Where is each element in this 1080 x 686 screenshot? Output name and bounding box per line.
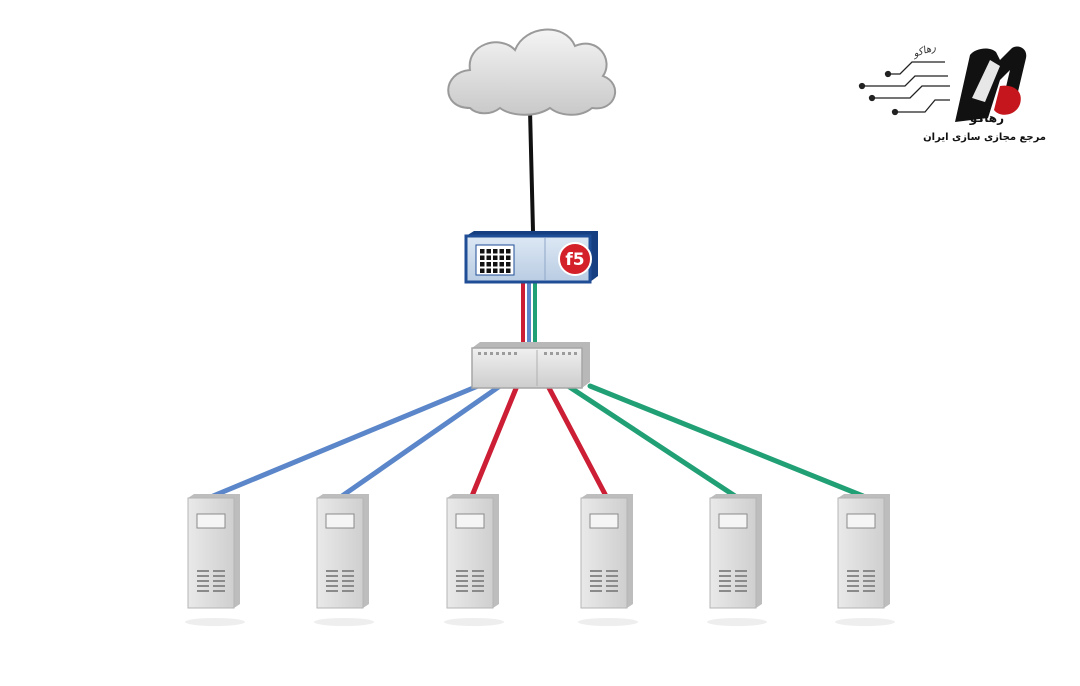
switch-port-icons <box>478 352 577 355</box>
server-1 <box>185 494 245 626</box>
circuit-lines-icon <box>858 61 950 116</box>
server-4 <box>578 494 638 626</box>
vent-slots-icon <box>847 570 875 592</box>
vent-slots-icon <box>719 570 747 592</box>
vent-slots-icon <box>590 570 618 592</box>
drive-bay-icon <box>325 513 355 529</box>
server-cable-4 <box>545 383 609 499</box>
drive-bay-icon <box>196 513 226 529</box>
server-cable-2 <box>339 383 503 499</box>
server-cable-1 <box>210 383 481 499</box>
logo-tagline: مرجع مجازی سازی ایران <box>923 132 1046 143</box>
server-group <box>185 494 895 626</box>
vent-slots-icon <box>197 570 225 592</box>
server-6 <box>835 494 895 626</box>
drive-bay-icon <box>455 513 485 529</box>
logo-script-text: رهاکو <box>910 42 937 60</box>
drive-bay-icon <box>718 513 748 529</box>
server-cable-5 <box>565 383 738 499</box>
server-cable-3 <box>469 383 520 499</box>
vent-slots-icon <box>456 570 484 592</box>
f5-logo-label: f5 <box>565 250 584 270</box>
cables <box>210 108 866 499</box>
internet-cloud <box>447 28 616 116</box>
server-3 <box>444 494 504 626</box>
vent-grid-icon <box>475 244 515 276</box>
f5-logo-icon <box>558 242 592 276</box>
logo-name: رهاکو <box>969 111 1004 126</box>
network-switch <box>471 342 590 389</box>
vent-slots-icon <box>326 570 354 592</box>
server-5 <box>707 494 767 626</box>
drive-bay-icon <box>846 513 876 529</box>
load-balancer: f5 <box>464 231 598 284</box>
server-2 <box>314 494 374 626</box>
rahaco-logo: رهاکو رهاکو مرجع مجازی سازی ایران <box>858 42 1046 143</box>
drive-bay-icon <box>589 513 619 529</box>
server-cable-6 <box>587 383 866 499</box>
uplink-cable <box>528 108 535 233</box>
rahaco-emblem-icon <box>955 46 1027 122</box>
